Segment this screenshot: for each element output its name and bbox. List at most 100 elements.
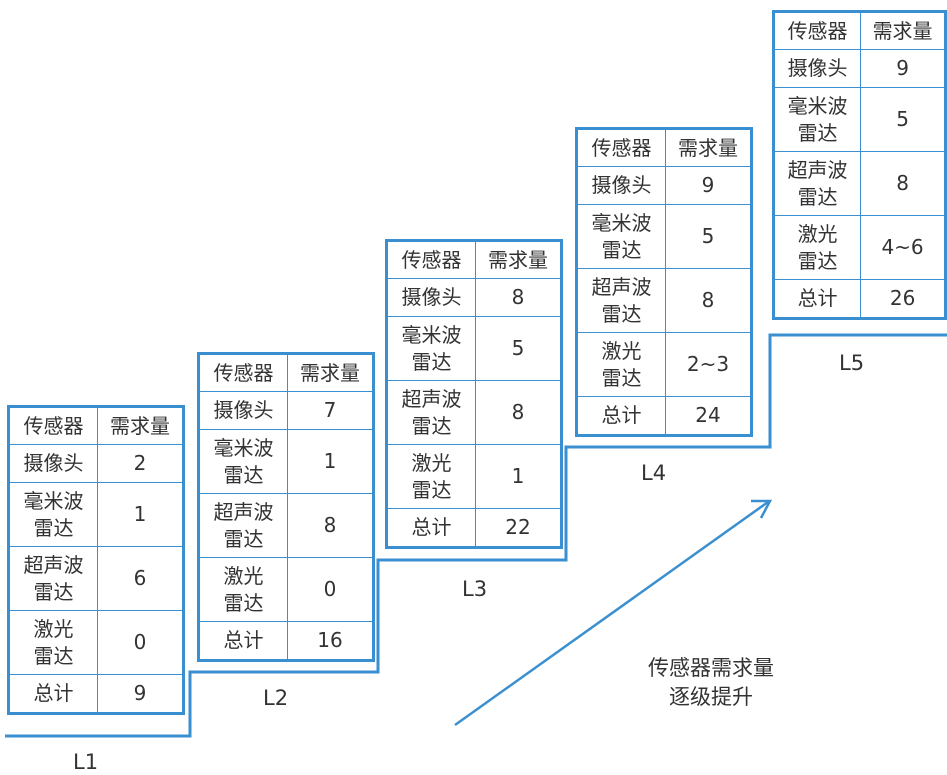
level-label-l5: L5 [839, 351, 865, 375]
table-row: 超声波 雷达 6 [8, 546, 184, 611]
sensor-name: 摄像头 [386, 278, 476, 317]
level-label-l4: L4 [641, 461, 667, 485]
total-value: 26 [860, 279, 946, 319]
sensor-table-l2: 传感器 需求量 摄像头 7 毫米波 雷达 1 超声波 雷达 8 激光 雷达 0 … [197, 352, 375, 662]
total-value: 24 [665, 396, 752, 436]
header-demand: 需求量 [860, 11, 946, 50]
header-demand: 需求量 [97, 406, 184, 445]
table-header-row: 传感器 需求量 [8, 406, 184, 445]
sensor-name: 超声波 雷达 [198, 493, 288, 558]
sensor-value: 1 [475, 444, 562, 509]
total-label: 总计 [8, 674, 98, 714]
sensor-name: 激光 雷达 [772, 215, 862, 280]
sensor-value: 4~6 [860, 215, 946, 280]
total-label: 总计 [386, 508, 476, 548]
total-row: 总计 16 [198, 621, 374, 661]
sensor-value: 2~3 [665, 332, 752, 397]
level-label-l2: L2 [263, 686, 289, 710]
total-label: 总计 [576, 396, 666, 436]
staircase-line [5, 333, 947, 738]
table-row: 激光 雷达 1 [386, 444, 562, 509]
sensor-value: 9 [665, 166, 752, 205]
sensor-value: 1 [97, 482, 184, 547]
table-row: 摄像头 9 [576, 166, 752, 205]
table-header-row: 传感器 需求量 [772, 11, 946, 50]
sensor-table-l1: 传感器 需求量 摄像头 2 毫米波 雷达 1 超声波 雷达 6 激光 雷达 0 … [7, 405, 185, 715]
table-row: 激光 雷达 0 [8, 610, 184, 675]
table-row: 摄像头 9 [772, 49, 946, 88]
sensor-name: 激光 雷达 [386, 444, 476, 509]
sensor-name: 毫米波 雷达 [576, 204, 666, 269]
sensor-value: 7 [287, 391, 374, 430]
sensor-value: 0 [97, 610, 184, 675]
sensor-value: 0 [287, 557, 374, 622]
total-row: 总计 22 [386, 508, 562, 548]
header-sensor: 传感器 [576, 128, 666, 167]
total-label: 总计 [198, 621, 288, 661]
sensor-name: 毫米波 雷达 [8, 482, 98, 547]
sensor-name: 毫米波 雷达 [386, 316, 476, 381]
header-demand: 需求量 [665, 128, 752, 167]
sensor-name: 毫米波 雷达 [198, 429, 288, 494]
sensor-value: 1 [287, 429, 374, 494]
sensor-name: 摄像头 [198, 391, 288, 430]
table-row: 毫米波 雷达 5 [576, 204, 752, 269]
growth-arrow-shaft [454, 500, 769, 727]
total-row: 总计 24 [576, 396, 752, 436]
sensor-value: 5 [475, 316, 562, 381]
table-row: 激光 雷达 0 [198, 557, 374, 622]
level-label-l3: L3 [462, 577, 488, 601]
table-row: 摄像头 7 [198, 391, 374, 430]
total-value: 22 [475, 508, 562, 548]
sensor-table-l5: 传感器 需求量 摄像头 9 毫米波 雷达 5 超声波 雷达 8 激光 雷达 4~… [772, 10, 947, 320]
sensor-name: 激光 雷达 [198, 557, 288, 622]
sensor-value: 9 [860, 49, 946, 88]
table-row: 超声波 雷达 8 [576, 268, 752, 333]
header-sensor: 传感器 [198, 353, 288, 392]
sensor-value: 8 [475, 278, 562, 317]
table-header-row: 传感器 需求量 [576, 128, 752, 167]
sensor-value: 6 [97, 546, 184, 611]
sensor-table-l4: 传感器 需求量 摄像头 9 毫米波 雷达 5 超声波 雷达 8 激光 雷达 2~… [575, 127, 753, 437]
header-sensor: 传感器 [8, 406, 98, 445]
header-demand: 需求量 [287, 353, 374, 392]
table-row: 摄像头 2 [8, 444, 184, 483]
total-value: 16 [287, 621, 374, 661]
sensor-value: 8 [665, 268, 752, 333]
sensor-name: 激光 雷达 [8, 610, 98, 675]
table-row: 超声波 雷达 8 [772, 151, 946, 216]
sensor-name: 摄像头 [576, 166, 666, 205]
table-row: 毫米波 雷达 5 [772, 87, 946, 152]
sensor-name: 超声波 雷达 [772, 151, 862, 216]
table-row: 毫米波 雷达 5 [386, 316, 562, 381]
sensor-name: 超声波 雷达 [8, 546, 98, 611]
table-row: 激光 雷达 2~3 [576, 332, 752, 397]
sensor-value: 8 [860, 151, 946, 216]
table-row: 超声波 雷达 8 [198, 493, 374, 558]
table-row: 毫米波 雷达 1 [8, 482, 184, 547]
total-row: 总计 26 [772, 279, 946, 319]
sensor-name: 毫米波 雷达 [772, 87, 862, 152]
sensor-name: 超声波 雷达 [386, 380, 476, 445]
sensor-value: 5 [860, 87, 946, 152]
sensor-name: 激光 雷达 [576, 332, 666, 397]
caption-line-1: 传感器需求量 [648, 656, 774, 680]
sensor-value: 8 [287, 493, 374, 558]
sensor-name: 超声波 雷达 [576, 268, 666, 333]
table-header-row: 传感器 需求量 [386, 240, 562, 279]
level-label-l1: L1 [73, 750, 99, 774]
table-row: 激光 雷达 4~6 [772, 215, 946, 280]
growth-arrow-head-icon [751, 499, 773, 519]
sensor-table-l3: 传感器 需求量 摄像头 8 毫米波 雷达 5 超声波 雷达 8 激光 雷达 1 … [385, 239, 563, 549]
sensor-name: 摄像头 [8, 444, 98, 483]
sensor-value: 5 [665, 204, 752, 269]
header-demand: 需求量 [475, 240, 562, 279]
total-label: 总计 [772, 279, 862, 319]
sensor-value: 2 [97, 444, 184, 483]
header-sensor: 传感器 [772, 11, 862, 50]
table-row: 摄像头 8 [386, 278, 562, 317]
total-row: 总计 9 [8, 674, 184, 714]
growth-caption: 传感器需求量 逐级提升 [606, 654, 816, 712]
sensor-name: 摄像头 [772, 49, 862, 88]
